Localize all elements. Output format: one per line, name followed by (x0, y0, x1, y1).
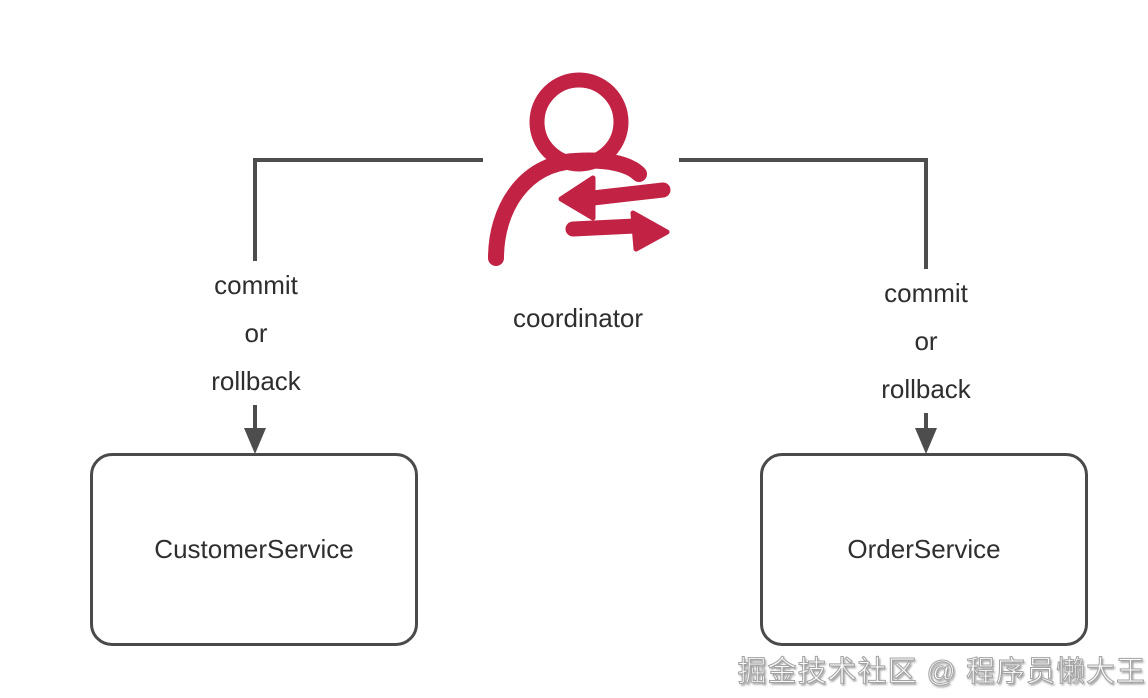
watermark: 掘金技术社区 @ 程序员懒大王 (737, 656, 1146, 689)
down-arrowhead-icon (915, 428, 937, 454)
node-customer-service: CustomerService (90, 453, 418, 646)
edge-label-line: rollback (211, 366, 301, 396)
edge-label-line: or (914, 326, 938, 356)
person-swap-icon (488, 72, 671, 266)
edge-label-line: commit (214, 270, 298, 300)
coordinator-icon (483, 58, 679, 266)
edge-label-line: rollback (881, 374, 971, 404)
edge-label-line: commit (884, 278, 968, 308)
coordinator-label: coordinator (512, 303, 644, 333)
edge-label-line: or (244, 318, 268, 348)
down-arrowhead-icon (244, 428, 266, 454)
edge-label-right: commit or rollback (851, 269, 1001, 413)
node-label: OrderService (847, 534, 1001, 564)
node-label: CustomerService (154, 534, 354, 564)
edge-label-left: commit or rollback (181, 261, 331, 405)
node-order-service: OrderService (760, 453, 1088, 646)
